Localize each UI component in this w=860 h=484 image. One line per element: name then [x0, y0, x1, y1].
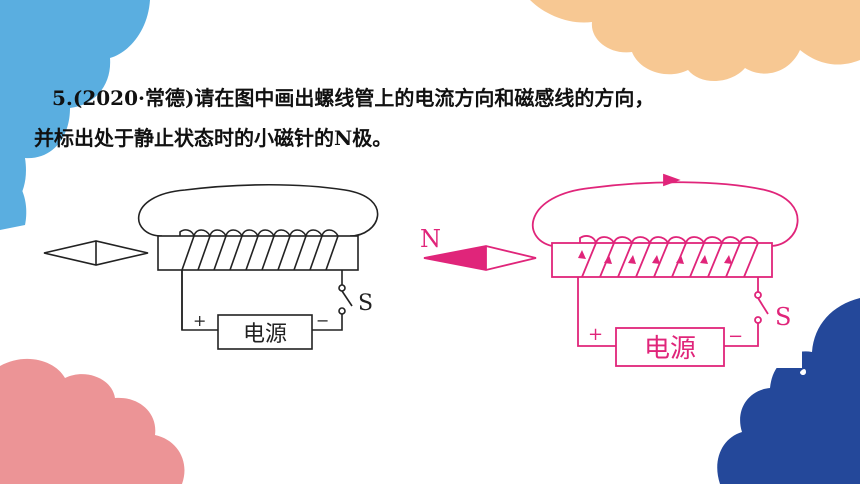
switch-label: S — [358, 291, 373, 316]
answer-right-lower-wire — [724, 323, 759, 347]
power-source-box — [217, 314, 313, 350]
switch-contact-top — [338, 284, 346, 292]
answer-power-source-label: 电源 — [644, 334, 696, 364]
answer-solenoid-coil — [579, 235, 759, 278]
minus-sign: − — [316, 311, 329, 330]
plus-sign: + — [193, 311, 206, 330]
field-line-arrow — [663, 173, 681, 187]
answer-left-wire — [577, 277, 616, 347]
switch-lever — [341, 290, 353, 307]
answer-switch-contact-bottom — [754, 316, 762, 324]
blue-cloud-decoration — [0, 0, 150, 230]
power-source-label: 电源 — [243, 322, 287, 347]
switch-contact-bottom — [338, 307, 346, 315]
question-line-2: 并标出处于静止状态时的小磁针的N极。 — [34, 126, 393, 150]
question-line-1: 5.(2020·常德)请在图中画出螺线管上的电流方向和磁感线的方向， — [52, 86, 655, 110]
pink-cloud-decoration — [0, 358, 185, 484]
answer-figure — [423, 173, 799, 367]
answer-plus-sign: + — [588, 324, 603, 345]
question-figure — [43, 183, 379, 350]
left-wire — [181, 270, 218, 331]
current-direction-arrows — [578, 250, 732, 264]
answer-field-line-loop — [532, 181, 799, 247]
answer-power-source-box — [615, 327, 725, 367]
north-pole-label: N — [420, 225, 441, 253]
navy-cloud-decoration — [717, 268, 860, 484]
peach-cloud-decoration — [530, 0, 860, 82]
answer-switch-label: S — [775, 303, 791, 331]
answer-minus-sign: − — [728, 326, 743, 347]
field-line-loop — [138, 183, 379, 237]
right-lower-wire — [312, 314, 343, 331]
question-text: 5.(2020·常德)请在图中画出螺线管上的电流方向和磁感线的方向， 并标出处于… — [34, 78, 794, 158]
answer-compass-needle-north-half — [424, 246, 486, 270]
answer-switch-lever — [757, 297, 769, 315]
answer-switch-contact-top — [754, 291, 762, 299]
